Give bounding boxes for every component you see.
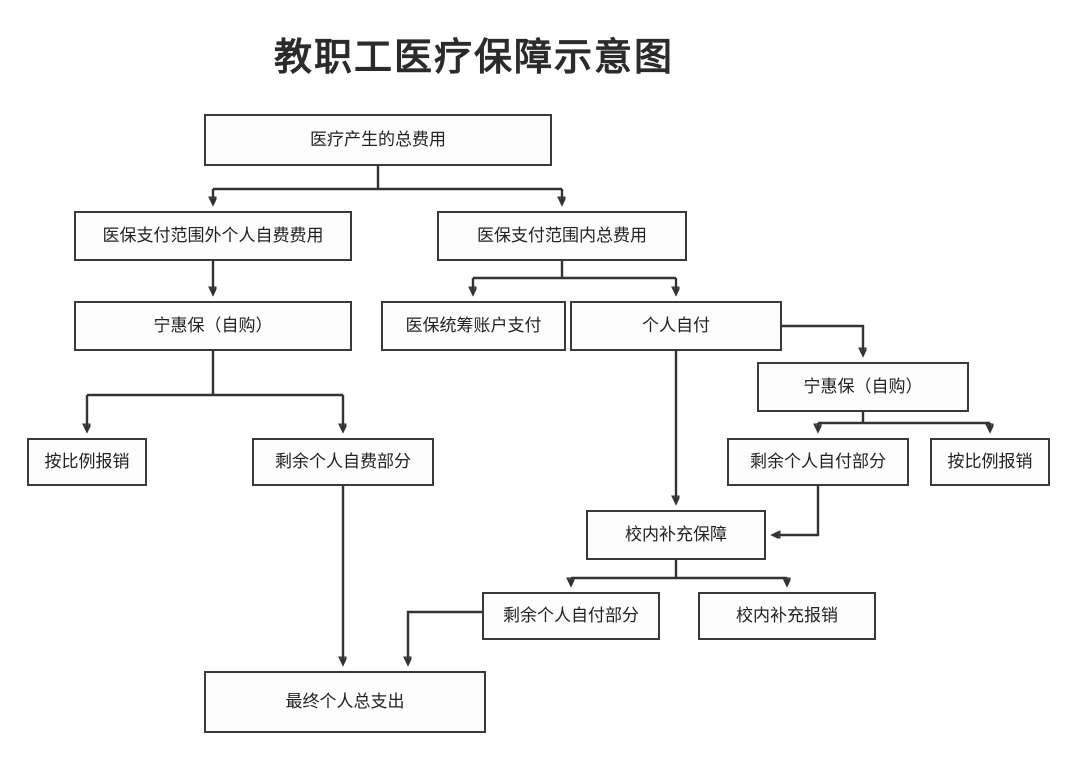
node-total-cost[interactable]: 医疗产生的总费用: [204, 114, 552, 166]
page-title: 教职工医疗保障示意图: [273, 35, 674, 79]
node-out-of-scope-self-pay[interactable]: 医保支付范围外个人自费费用: [74, 211, 352, 261]
node-label: 剩余个人自费部分: [275, 451, 411, 472]
node-campus-supplement[interactable]: 校内补充保障: [586, 510, 766, 560]
node-label: 剩余个人自付部分: [503, 605, 639, 626]
edge-remaining-self-pay-2-to-final: [408, 610, 482, 663]
node-label: 按比例报销: [44, 451, 130, 472]
node-ninghuibao-left[interactable]: 宁惠保（自购）: [74, 301, 352, 351]
node-pooled-account-pay[interactable]: 医保统筹账户支付: [381, 301, 566, 351]
node-label: 医保统筹账户支付: [405, 315, 542, 336]
node-label: 医保支付范围外个人自费费用: [102, 225, 324, 246]
node-label: 校内补充报销: [736, 605, 838, 626]
node-proportional-reimburse-left[interactable]: 按比例报销: [27, 438, 147, 486]
edge-personal-pay-to-ninghuibao-right: [782, 324, 863, 354]
node-in-scope-total[interactable]: 医保支付范围内总费用: [437, 211, 687, 261]
node-remaining-self-fee[interactable]: 剩余个人自费部分: [252, 438, 434, 486]
node-label: 剩余个人自付部分: [750, 451, 886, 472]
node-label: 校内补充保障: [625, 524, 727, 545]
node-label: 宁惠保（自购）: [153, 315, 273, 336]
node-label: 宁惠保（自购）: [803, 376, 923, 397]
edge-remaining-self-pay-to-campus-supplement: [774, 486, 820, 535]
node-campus-reimburse[interactable]: 校内补充报销: [698, 592, 876, 640]
node-label: 最终个人总支出: [285, 691, 405, 712]
node-remaining-self-pay-upper[interactable]: 剩余个人自付部分: [727, 438, 909, 486]
node-proportional-reimburse-right[interactable]: 按比例报销: [930, 438, 1050, 486]
node-personal-pay[interactable]: 个人自付: [570, 301, 782, 351]
node-label: 按比例报销: [947, 451, 1033, 472]
node-label: 医保支付范围内总费用: [477, 225, 647, 246]
node-label: 医疗产生的总费用: [310, 129, 446, 150]
node-label: 个人自付: [642, 315, 710, 336]
node-final-total-spend[interactable]: 最终个人总支出: [204, 671, 486, 733]
node-ninghuibao-right[interactable]: 宁惠保（自购）: [757, 362, 969, 412]
node-remaining-self-pay-lower[interactable]: 剩余个人自付部分: [482, 592, 660, 640]
